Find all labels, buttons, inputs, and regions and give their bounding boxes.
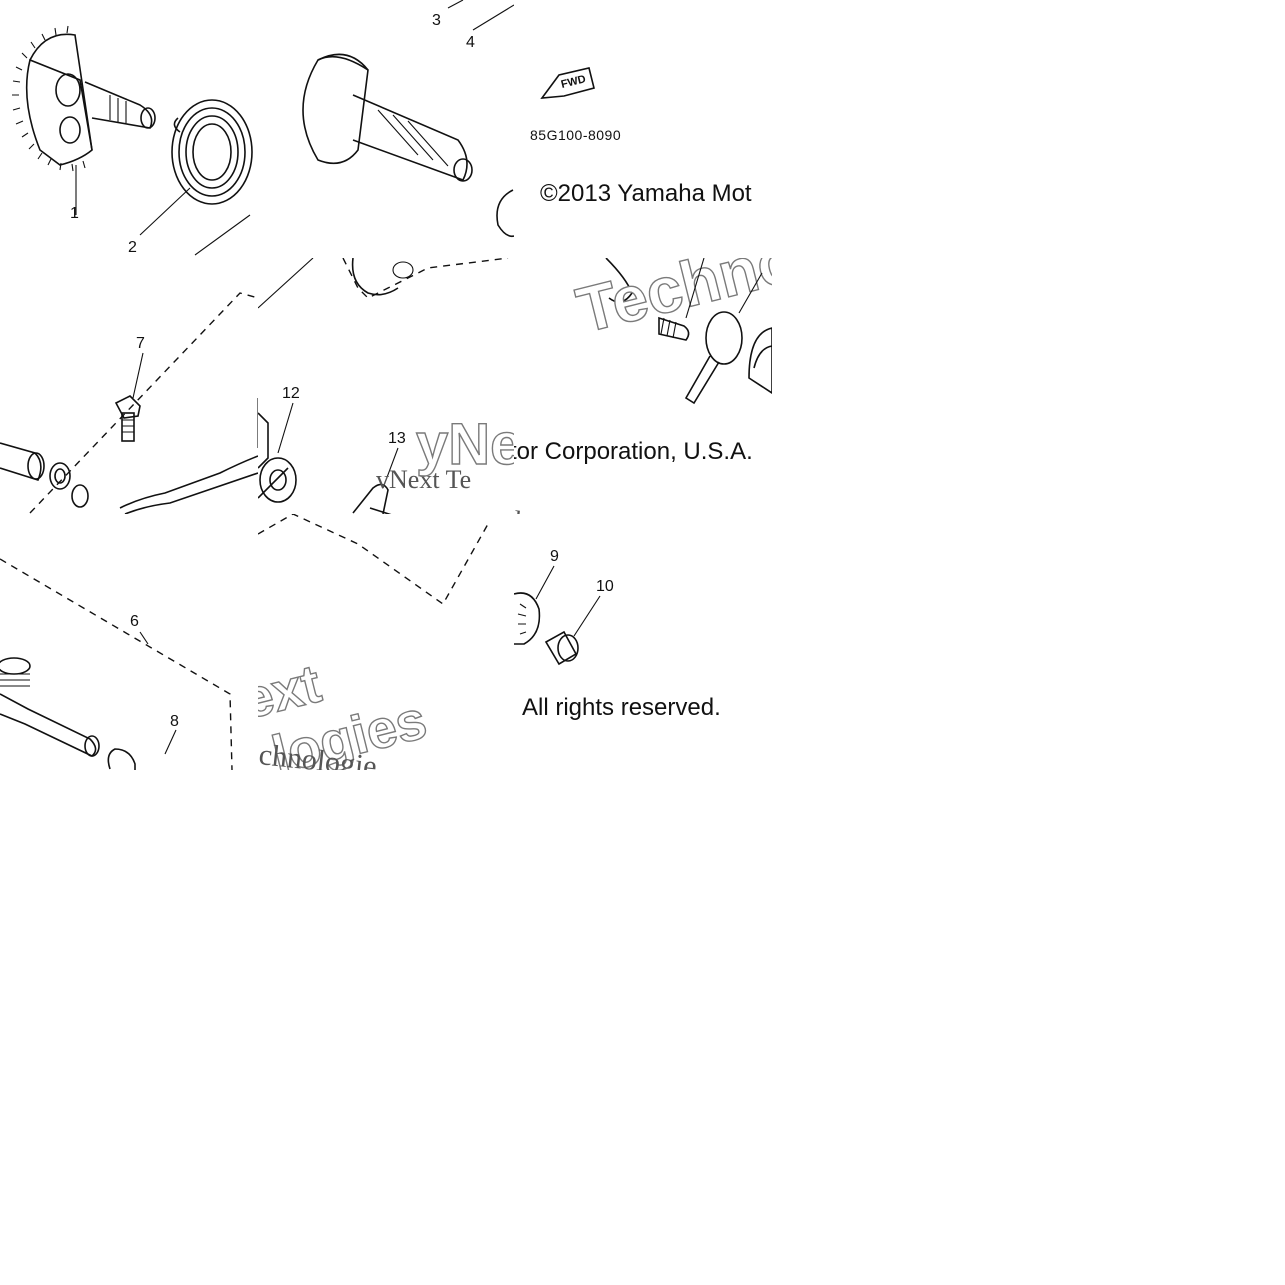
tile-kick-axle: 3 4 [258, 0, 514, 258]
tile-shaft: 6 8 [0, 514, 258, 770]
collar-small-icon [544, 630, 579, 666]
copyright-line-3: All rights reserved. [522, 694, 721, 721]
copyright-line-2: tor Corporation, U.S.A. [514, 438, 753, 465]
tile-gear-spring: 1 2 [0, 0, 258, 258]
shaft-icon [0, 657, 100, 757]
svg-text:3: 3 [432, 12, 441, 29]
spoon-tool-icon [684, 272, 763, 405]
screw-icon [658, 258, 705, 341]
svg-text:ext: ext [258, 654, 327, 731]
kick-arm-icon [258, 412, 297, 503]
tile-screw-spoon: Techno tor Corporation, U.S.A. ologies [514, 258, 772, 514]
tile-bolt-collar: 7 [0, 258, 258, 514]
svg-text:vNext Te: vNext Te [376, 465, 471, 494]
washer-icon [49, 462, 89, 508]
svg-text:8: 8 [170, 713, 179, 730]
svg-text:yNe: yNe [416, 412, 514, 477]
spring-icon [171, 99, 253, 205]
svg-text:10: 10 [596, 578, 614, 595]
kick-gear-icon [12, 25, 156, 172]
tile-watermark: ext logies chnologie [258, 514, 514, 770]
svg-text:1: 1 [70, 205, 79, 222]
svg-text:7: 7 [136, 335, 145, 352]
svg-text:FWD: FWD [560, 73, 587, 91]
tile-code-copyright: 5 FWD 85G100-8090 ©2013 Yamaha Mot [514, 0, 772, 258]
bolt-icon [114, 395, 141, 442]
svg-text:13: 13 [388, 430, 406, 447]
svg-text:12: 12 [282, 385, 300, 402]
svg-text:ologies: ologies [514, 504, 582, 514]
svg-text:6: 6 [130, 613, 139, 630]
collar-icon [0, 442, 45, 481]
tile-gear-collar: 9 10 All rights reserved. [514, 514, 772, 770]
pinion-gear-icon [514, 592, 541, 645]
svg-text:4: 4 [466, 34, 475, 51]
fwd-arrow-icon: FWD [540, 67, 595, 99]
kick-axle-icon [302, 53, 514, 238]
copyright-line-1: ©2013 Yamaha Mot [540, 180, 752, 207]
svg-text:2: 2 [128, 239, 137, 256]
tile-kick-arm: 12 13 vNext Te yNe [258, 258, 514, 514]
svg-text:9: 9 [550, 548, 559, 565]
svg-text:85G100-8090: 85G100-8090 [530, 127, 621, 143]
gear-small-icon [107, 748, 136, 770]
crank-pedal-icon [352, 483, 392, 514]
